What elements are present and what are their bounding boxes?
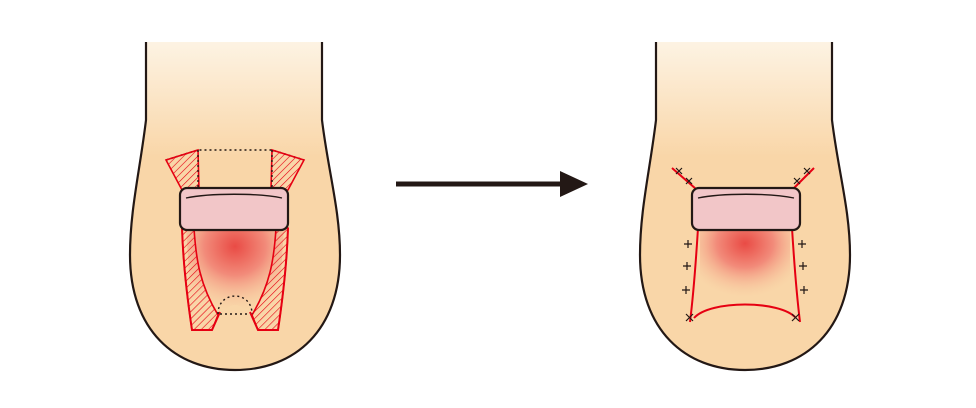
- stitch: [798, 240, 806, 248]
- stitch: [682, 286, 690, 294]
- stitch: [684, 240, 692, 248]
- stitch: [675, 167, 683, 175]
- stitch: [793, 177, 801, 185]
- suture-line-bottom: [693, 303, 797, 319]
- stitch: [799, 262, 807, 270]
- stitch: [791, 313, 800, 322]
- incision-outline-left: [181, 227, 221, 331]
- nail-right: [690, 186, 802, 232]
- nail-right-lunula: [697, 193, 795, 199]
- suture-line-side-left: [689, 227, 699, 323]
- incision-outline-right: [249, 227, 289, 331]
- stitches: [675, 167, 811, 322]
- finger-left-outline: [128, 42, 342, 372]
- before-panel: [128, 42, 342, 372]
- stitch: [683, 262, 691, 270]
- right-arrow-icon: [396, 171, 588, 197]
- nail-left-lunula: [185, 193, 283, 199]
- stitch: [803, 167, 811, 175]
- stitch: [685, 177, 693, 185]
- nail-left: [178, 186, 290, 232]
- finger-right-outline: [638, 42, 852, 372]
- after-panel: [638, 42, 852, 372]
- stitch: [800, 286, 808, 294]
- suture-line-side-right: [791, 227, 801, 323]
- removal-arc-bottom: [217, 295, 253, 315]
- nail-bed-right: [700, 228, 790, 305]
- stitch: [685, 313, 694, 322]
- nail-bed-left: [186, 228, 284, 320]
